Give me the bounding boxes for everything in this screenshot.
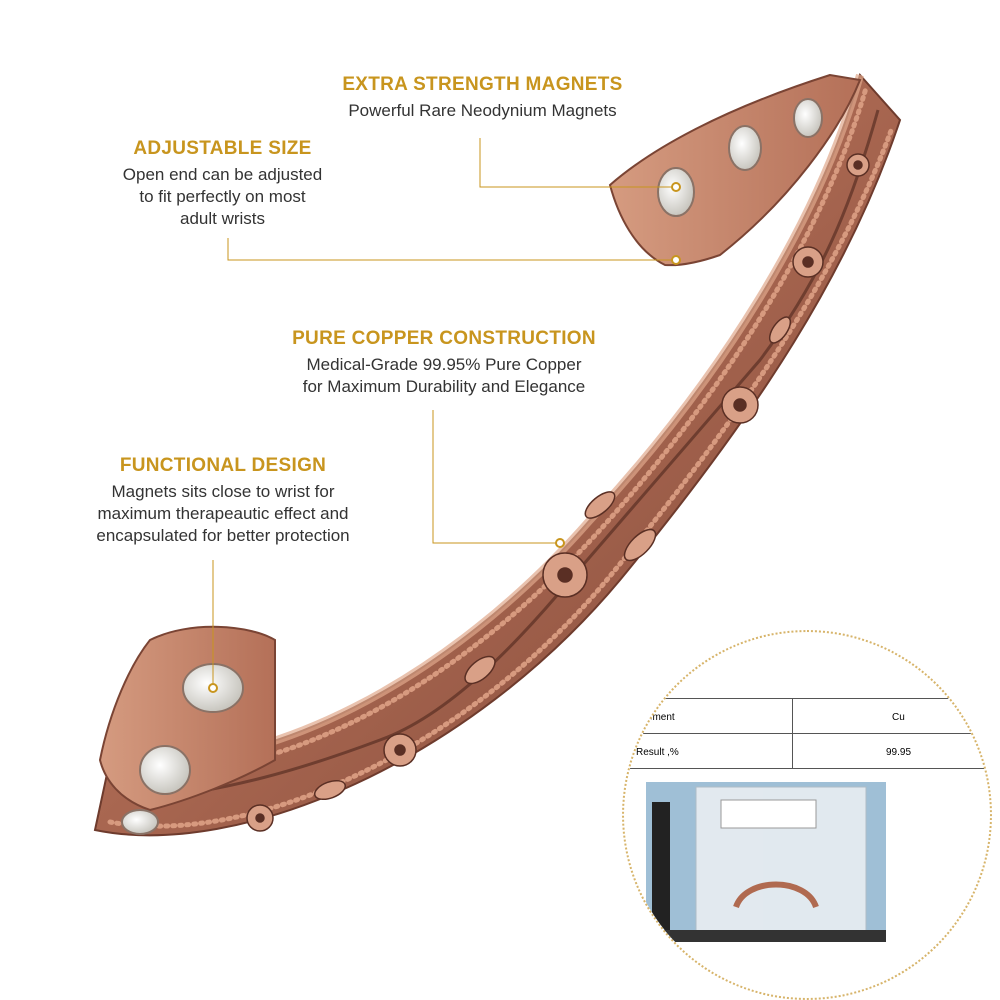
ruler-bottom	[646, 930, 886, 942]
feature-description-line: encapsulated for better protection	[96, 526, 350, 545]
certificate-label: Result ,%	[636, 747, 679, 758]
feature-pure-copper-construction: PURE COPPER CONSTRUCTION Medical-Grade 9…	[270, 328, 618, 398]
feature-description: Magnets sits close to wrist for maximum …	[68, 481, 378, 547]
feature-description: Open end can be adjusted to fit perfectl…	[95, 164, 350, 230]
certificate-table: Element Cu Result ,% 99.95	[624, 698, 990, 769]
feature-description-line: to fit perfectly on most	[139, 187, 306, 206]
magnets-bottom	[121, 663, 244, 835]
certificate-label: Element	[638, 712, 675, 723]
sample-bracelet-icon	[733, 881, 819, 909]
feature-title: EXTRA STRENGTH MAGNETS	[342, 74, 623, 95]
certificate-value: Cu	[892, 712, 905, 723]
certificate-divider	[792, 699, 793, 733]
callout-dots	[208, 182, 681, 693]
callout-line-magnets	[479, 138, 676, 188]
feature-adjustable-size: ADJUSTABLE SIZE Open end can be adjusted…	[95, 138, 350, 230]
certificate-value: 99.95	[886, 747, 912, 758]
feature-extra-strength-magnets: EXTRA STRENGTH MAGNETS Powerful Rare Neo…	[320, 74, 645, 122]
feature-description-line: Medical-Grade 99.95% Pure Copper	[306, 355, 582, 374]
certificate-row-element: Element Cu	[624, 699, 990, 734]
feature-title: FUNCTIONAL DESIGN	[119, 455, 327, 476]
flower-ornaments	[246, 153, 870, 832]
certificate-divider	[792, 734, 793, 768]
feature-description-line: Open end can be adjusted	[122, 165, 323, 184]
callout-line-copper	[432, 410, 560, 544]
feature-description-line: Magnets sits close to wrist for	[111, 482, 335, 501]
certificate-row-result: Result ,% 99.95	[624, 734, 990, 769]
feature-description-line: for Maximum Durability and Elegance	[302, 377, 586, 396]
feature-description-line: maximum therapeautic effect and	[97, 504, 349, 523]
feature-functional-design: FUNCTIONAL DESIGN Magnets sits close to …	[68, 455, 378, 547]
sample-label	[720, 799, 817, 829]
certificate-year: 2008	[644, 688, 667, 699]
purity-certificate-inset: 2008 Element Cu Result ,% 99.95	[622, 630, 992, 1000]
feature-description-line: Powerful Rare Neodynium Magnets	[348, 101, 617, 120]
certificate-sample-photo	[646, 782, 886, 942]
feature-description-line: adult wrists	[179, 209, 266, 228]
feature-description: Medical-Grade 99.95% Pure Copper for Max…	[270, 354, 618, 398]
feature-title: PURE COPPER CONSTRUCTION	[292, 328, 596, 349]
feature-description: Powerful Rare Neodynium Magnets	[320, 100, 645, 122]
magnets-top	[657, 98, 823, 217]
sample-photo-drawing	[646, 782, 886, 942]
callout-line-size	[227, 238, 676, 261]
feature-title: ADJUSTABLE SIZE	[133, 138, 312, 159]
callout-lines	[212, 138, 676, 688]
ruler-icon	[652, 802, 670, 937]
